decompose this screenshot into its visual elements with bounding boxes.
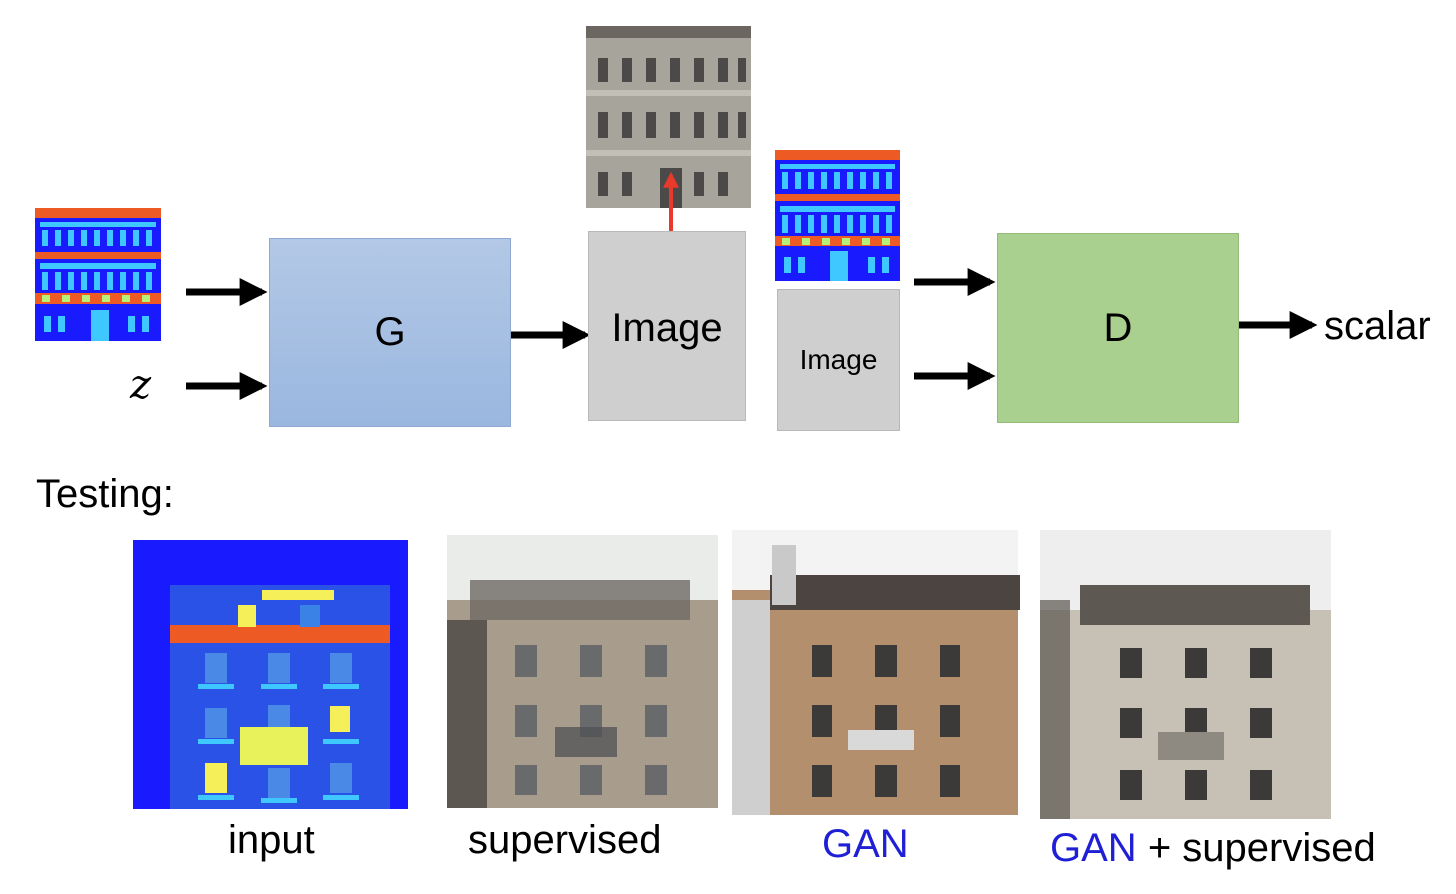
generated-image-box: Image xyxy=(588,231,746,421)
testing-input-label-map xyxy=(133,540,408,809)
generator-box: G xyxy=(269,238,511,427)
gan-supervised-result-photo xyxy=(1040,530,1331,819)
caption-gan-supervised: GAN + supervised xyxy=(1050,826,1376,871)
supervised-result-photo xyxy=(447,535,718,808)
caption-gan-supervised-gan: GAN xyxy=(1050,826,1137,870)
noise-z-label: z xyxy=(130,362,152,408)
discriminator-image-box: Image xyxy=(777,289,900,431)
label-map-small-left xyxy=(35,208,161,341)
testing-heading: Testing: xyxy=(36,472,174,516)
caption-gan-supervised-rest: + supervised xyxy=(1147,826,1376,870)
gan-result-photo xyxy=(732,530,1020,815)
generator-label: G xyxy=(374,310,406,354)
caption-input: input xyxy=(228,818,315,862)
scalar-output-label: scalar xyxy=(1324,304,1431,348)
caption-supervised: supervised xyxy=(468,818,662,862)
discriminator-label: D xyxy=(1103,305,1133,350)
caption-gan: GAN xyxy=(822,822,909,866)
target-building-photo xyxy=(586,26,751,208)
discriminator-image-label: Image xyxy=(799,344,878,375)
flow-arrows xyxy=(186,268,1318,400)
label-map-small-right xyxy=(775,150,900,281)
generated-image-label: Image xyxy=(611,306,723,350)
discriminator-box: D xyxy=(997,233,1239,423)
